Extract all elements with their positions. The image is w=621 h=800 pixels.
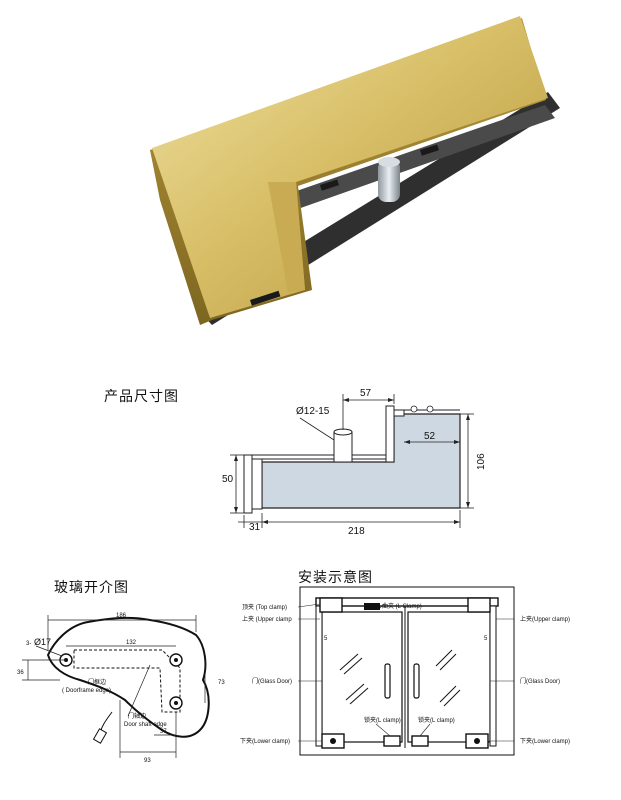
install-handle-left bbox=[384, 663, 391, 699]
install-upper-clamp-left-label: 上夹 (Upper clamp bbox=[242, 615, 292, 623]
dim-plate-1 bbox=[243, 454, 253, 514]
glass-dim-36: 36 bbox=[17, 670, 24, 676]
dim-right-plate-2 bbox=[393, 409, 405, 417]
install-top-clamp-left bbox=[319, 597, 343, 613]
install-transom bbox=[315, 597, 499, 607]
dim-label-106: 106 bbox=[476, 453, 487, 470]
clamp-inner-corner bbox=[268, 182, 305, 292]
install-lower-clamp-right bbox=[465, 733, 489, 749]
glass-dim-73: 73 bbox=[218, 680, 225, 686]
install-lock-clamp-left bbox=[383, 735, 401, 747]
glass-dim-132: 132 bbox=[126, 640, 137, 646]
glass-dim-37: 37 bbox=[160, 729, 167, 735]
glass-dim-186: 186 bbox=[116, 613, 127, 619]
hole-2-inner bbox=[174, 658, 178, 662]
install-post-right bbox=[489, 605, 497, 747]
glass-dim-93: 93 bbox=[144, 758, 151, 764]
install-l-clamp-top-label: 曲夹 (L Clamp) bbox=[382, 602, 422, 610]
install-l-clamp-left-label: 锁夹(L clamp) bbox=[364, 716, 401, 724]
clamp-gold-top bbox=[152, 16, 548, 318]
hole-1 bbox=[59, 653, 73, 667]
dim-label-218: 218 bbox=[348, 526, 365, 537]
install-handle-right bbox=[413, 663, 420, 699]
pivot-pin bbox=[378, 160, 400, 202]
pivot-pin-top bbox=[378, 157, 400, 167]
hole-1-inner bbox=[64, 658, 68, 662]
glass-cut-title: 玻璃开介图 bbox=[54, 580, 129, 596]
dim-pin bbox=[333, 431, 353, 463]
install-top-clamp-label: 顶夹 (Top clamp) bbox=[242, 603, 287, 611]
install-dim-5a: 5 bbox=[324, 636, 328, 642]
dim-label-diameter: Ø12-15 bbox=[296, 406, 330, 417]
product-photo bbox=[150, 16, 560, 325]
slot-3 bbox=[249, 290, 281, 306]
glass-outline bbox=[46, 616, 210, 738]
install-title: 安装示意图 bbox=[298, 570, 373, 586]
glass-door-frame-label: 门框边 bbox=[88, 678, 106, 686]
clamp-steel-lip bbox=[285, 105, 555, 210]
install-lclamp-top bbox=[364, 603, 380, 610]
install-door-left bbox=[321, 611, 403, 743]
dim-label-31: 31 bbox=[249, 522, 261, 533]
dim-right-plate-1 bbox=[385, 405, 395, 463]
glass-cutout bbox=[73, 649, 181, 713]
door-handle-mark bbox=[92, 728, 108, 744]
dim-pin-top bbox=[333, 428, 353, 436]
slot-2 bbox=[420, 144, 439, 156]
install-glass-door-right-label: 门(Glass Door) bbox=[520, 677, 560, 685]
door-leader bbox=[99, 711, 113, 737]
slot-1 bbox=[320, 179, 339, 191]
glass-door-frame-en: ( Doorframe edge) bbox=[62, 688, 111, 694]
install-lock-clamp-right bbox=[411, 735, 429, 747]
install-door-right bbox=[407, 611, 491, 743]
install-lower-clamp-right-label: 下夹(Lower clamp) bbox=[520, 737, 570, 745]
install-lower-clamp-left-label: 下夹(Lower clamp) bbox=[240, 737, 290, 745]
glass-door-shaft-en: Door shaft edge bbox=[124, 722, 167, 728]
glass-hole-count: 3- bbox=[26, 641, 31, 647]
dim-screw-2 bbox=[426, 405, 434, 413]
install-dim-5b: 5 bbox=[484, 636, 488, 642]
install-top-clamp-right bbox=[467, 597, 491, 613]
dim-plate-2 bbox=[251, 458, 263, 510]
dim-screw-1 bbox=[410, 405, 418, 413]
dim-label-57: 57 bbox=[360, 388, 372, 399]
hole-2 bbox=[169, 653, 183, 667]
glass-hole-label: Ø17 bbox=[34, 637, 51, 647]
dim-label-50: 50 bbox=[222, 474, 234, 485]
install-glass-door-left-label: 门(Glass Door) bbox=[252, 677, 292, 685]
glass-door-shaft-label: 门轴边 bbox=[128, 712, 146, 720]
install-lower-clamp-left bbox=[321, 733, 345, 749]
dim-body-fill bbox=[261, 413, 461, 509]
dimensions-title: 产品尺寸图 bbox=[104, 389, 179, 405]
install-tag-in: in bbox=[371, 604, 376, 610]
dim-label-52: 52 bbox=[424, 431, 436, 442]
install-upper-clamp-right-label: 上夹(Upper clamp) bbox=[520, 615, 570, 623]
install-post-left bbox=[315, 605, 323, 747]
install-l-clamp-right-label: 锁夹(L clamp) bbox=[418, 716, 455, 724]
install-outer-frame bbox=[299, 586, 515, 756]
hole-3-inner bbox=[174, 701, 178, 705]
hole-3 bbox=[169, 696, 183, 710]
